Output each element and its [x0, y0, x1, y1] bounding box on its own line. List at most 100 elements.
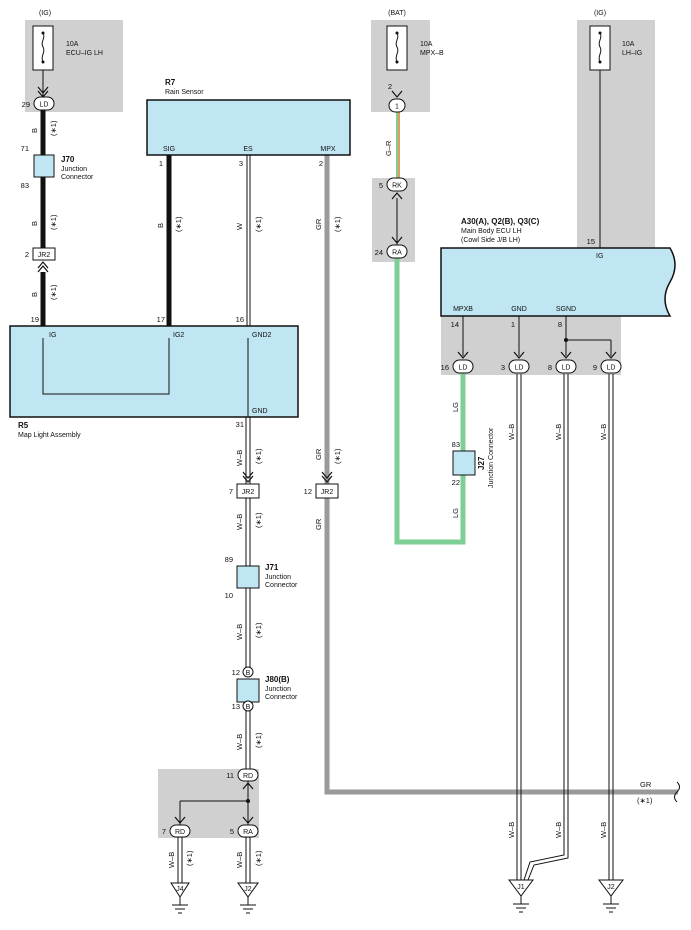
- wire-wb-main: [177, 417, 251, 883]
- wire-note: (∗1): [174, 216, 183, 232]
- connector-ra-24: RA 24: [375, 236, 408, 259]
- fuse-source: (IG): [594, 10, 606, 17]
- pin-number: 83: [452, 440, 460, 449]
- pin-label-mpx: MPX: [320, 146, 336, 153]
- fuse-lh-ig-shade: [577, 20, 655, 248]
- wire-label: G–R: [384, 140, 393, 156]
- wire-label: LG: [451, 508, 460, 518]
- pin-number: 2: [25, 250, 29, 259]
- ground-label: J2: [607, 884, 615, 891]
- wire-note: (∗1): [637, 796, 653, 805]
- connector-ld-29: LD 29: [22, 86, 55, 111]
- connector-jr2-mid: JR2 7: [229, 471, 260, 499]
- fuse-source: (IG): [39, 10, 51, 17]
- fuse-ecu-ig: (IG) 10A ECU–IG LH: [32, 10, 103, 71]
- ground-label: J4: [176, 886, 184, 893]
- pin-number: 13: [232, 702, 240, 711]
- ground-j4: J4: [170, 882, 190, 914]
- component-subname: (Cowl Side J/B LH): [461, 237, 520, 244]
- pin-number: 15: [587, 237, 595, 246]
- wire-label: W–B: [507, 822, 516, 838]
- junction-j27: 83 22 J27 Junction Connector: [452, 427, 495, 488]
- wire-label: W–B: [554, 424, 563, 440]
- pin-number: 9: [593, 363, 597, 372]
- pin-number: 83: [21, 181, 29, 190]
- junction-j71: 89 10 J71 Junction Connector: [225, 555, 298, 600]
- ground-j2-left: J2: [237, 882, 259, 914]
- connector-label: JR2: [321, 489, 334, 496]
- pin-label-gnd2: GND2: [252, 332, 272, 339]
- wire-label: W–B: [235, 624, 244, 640]
- pin-number: 16: [236, 315, 244, 324]
- junction-name: Junction: [61, 166, 87, 173]
- pin-label-gnd: GND: [252, 408, 268, 415]
- connector-ra-5: RA 5: [230, 816, 259, 838]
- wire-label: GR: [314, 448, 323, 460]
- pin-label-mpxb: MPXB: [453, 306, 473, 313]
- junction-name2: Connector: [61, 174, 94, 181]
- pin-number: 10: [225, 591, 233, 600]
- connector-label: LD: [562, 365, 571, 372]
- junction-code: J80(B): [265, 675, 290, 684]
- pin-number: 22: [452, 478, 460, 487]
- wire-label: B: [156, 223, 165, 228]
- fuse-name: MPX–B: [420, 50, 444, 57]
- wire-note: (∗1): [254, 850, 263, 866]
- ground-j1: J1: [508, 879, 534, 913]
- pin-number: 7: [162, 827, 166, 836]
- pin-label-sig: SIG: [163, 146, 175, 153]
- wire-label: W–B: [235, 852, 244, 868]
- wire-note: (∗1): [49, 214, 58, 230]
- pin-number: 17: [157, 315, 165, 324]
- connector-rd-7: RD 7: [162, 816, 191, 838]
- main-body-ecu: A30(A), Q2(B), Q3(C) Main Body ECU LH (C…: [440, 217, 676, 329]
- connector-label: RD: [243, 773, 253, 780]
- component-name: Main Body ECU LH: [461, 228, 522, 235]
- fuse-rating: 10A: [66, 41, 79, 48]
- wire-label: GR: [314, 218, 323, 230]
- pin-number: 3: [501, 363, 505, 372]
- pin-number: 29: [22, 100, 30, 109]
- pin-number: 14: [451, 320, 459, 329]
- fuse-mpx-b: (BAT) 10A MPX–B: [386, 10, 444, 71]
- component-code: A30(A), Q2(B), Q3(C): [461, 217, 540, 226]
- wire-label: W–B: [507, 424, 516, 440]
- pin-number: 16: [441, 363, 449, 372]
- fuse-name: ECU–IG LH: [66, 50, 103, 57]
- wire-note: (∗1): [254, 512, 263, 528]
- map-light-r5: IG IG2 GND2 GND 19 17 16 31 R5 Map Light…: [9, 315, 299, 439]
- junction-code: J71: [265, 563, 279, 572]
- ecu-internal-lines: [462, 70, 612, 356]
- junction-name2: Connector: [265, 582, 298, 589]
- pin-number: 8: [548, 363, 552, 372]
- connector-label: LD: [607, 365, 616, 372]
- pin-number: 3: [239, 159, 243, 168]
- ground-label: J2: [244, 886, 252, 893]
- component-code: R7: [165, 78, 176, 87]
- pin-number: 31: [236, 420, 244, 429]
- junction-name: Junction Connector: [488, 427, 495, 488]
- wire-label: W–B: [235, 450, 244, 466]
- junction-name: Junction: [265, 574, 291, 581]
- pin-number: 24: [375, 248, 383, 257]
- wire-label: LG: [451, 402, 460, 412]
- ground-j2-right: J2: [598, 879, 624, 913]
- pin-label-sgnd: SGND: [556, 306, 576, 313]
- pin-number: 8: [558, 320, 562, 329]
- junction-name: Junction: [265, 686, 291, 693]
- connector-label: RD: [175, 829, 185, 836]
- wire-wb-ecu: [516, 374, 614, 881]
- pin-number: 2: [388, 82, 392, 91]
- pin-number: 19: [31, 315, 39, 324]
- pin-label-ig: IG: [49, 332, 56, 339]
- connector-label: JR2: [38, 252, 51, 259]
- wire-note: (∗1): [333, 448, 342, 464]
- pin-label-ig2: IG2: [173, 332, 184, 339]
- fuse-lh-ig: (IG) 10A LH–IG: [589, 10, 642, 71]
- wire-label: B: [30, 128, 39, 133]
- connector-1: 1 2: [388, 82, 406, 113]
- wire-note: (∗1): [254, 448, 263, 464]
- wire-label: B: [30, 292, 39, 297]
- wire-label: GR: [640, 780, 652, 789]
